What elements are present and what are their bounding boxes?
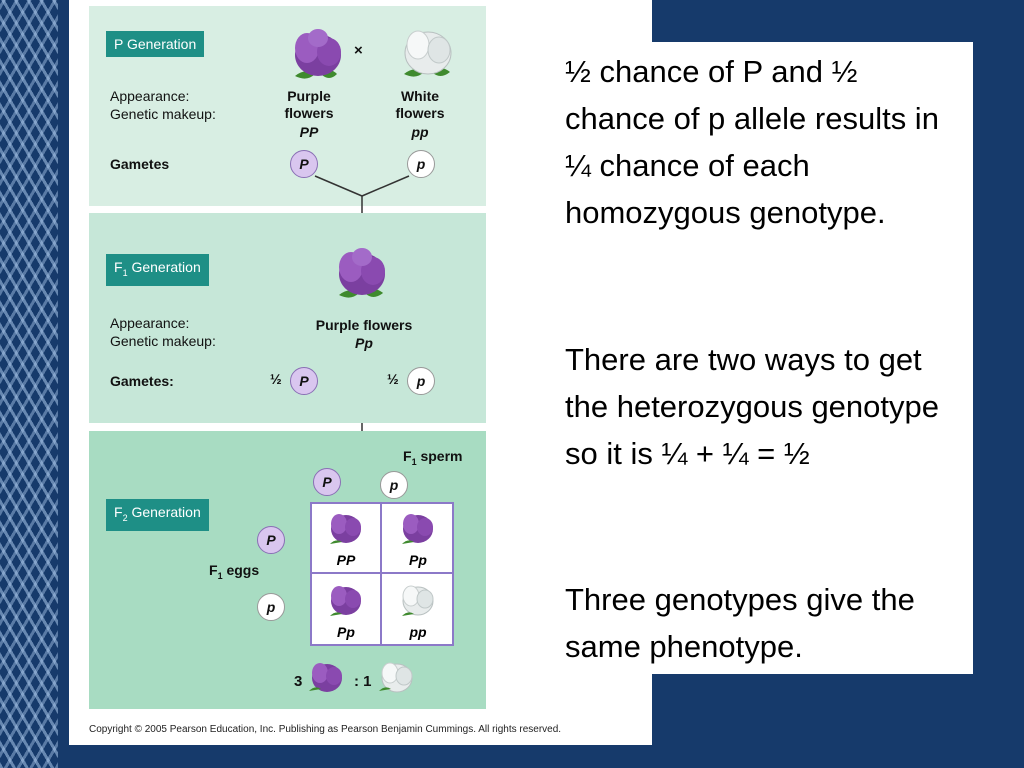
paragraph-1: ½ chance of P and ½ chance of p allele r… (565, 54, 939, 230)
fraction-1: ½ (270, 371, 282, 387)
purple-flower-icon (402, 514, 433, 544)
gamete-p: p (407, 150, 435, 178)
copyright-text: Copyright © 2005 Pearson Education, Inc.… (89, 724, 562, 735)
cell-genotype: Pp (409, 552, 427, 568)
cell-Pp: Pp (384, 504, 452, 572)
cell-Pp: Pp (312, 576, 380, 644)
purple-flower-icon (330, 514, 361, 544)
white-flower-icon (402, 585, 434, 616)
parent2-genotype: pp (411, 124, 429, 140)
cell-pp: pp (384, 576, 452, 644)
purple-flower-icon (295, 29, 341, 79)
p-generation-label: P Generation (106, 31, 205, 57)
f1-generation-label: F1 Generation (106, 254, 209, 286)
sperm-p: p (380, 471, 408, 499)
cell-PP: PP (312, 504, 380, 572)
grid-divider-v (380, 502, 382, 646)
egg-P: P (257, 526, 285, 554)
parent1-genotype: PP (299, 124, 319, 140)
purple-flower-icon (339, 248, 385, 298)
gametes-label: Gametes (110, 156, 170, 172)
dna-decoration (0, 0, 58, 768)
f1-appearance-label: Appearance: (110, 315, 190, 331)
cell-genotype: Pp (337, 624, 355, 640)
explanation-panel: ½ chance of P and ½ chance of p allele r… (553, 42, 973, 674)
genetic-makeup-label: Genetic makeup: (110, 106, 216, 122)
cell-genotype: pp (409, 624, 427, 640)
f1-genetic-makeup-label: Genetic makeup: (110, 333, 216, 349)
sperm-P: P (313, 468, 341, 496)
f1-genotype: Pp (355, 335, 373, 351)
punnett-square: PP Pp Pp (310, 502, 454, 646)
f2-generation-label: F2 Generation (106, 499, 209, 531)
parent1-appearance: Purple flowers (284, 88, 334, 121)
purple-flower-icon (309, 663, 342, 692)
f1-eggs-label: F1 eggs (209, 562, 260, 581)
f1-gametes-label: Gametes: (110, 373, 174, 389)
f1-appearance: Purple flowers (315, 317, 413, 333)
parent2-appearance: White flowers (395, 88, 445, 121)
egg-p: p (257, 593, 285, 621)
gamete-P: P (290, 150, 318, 178)
ratio-right: : 1 (354, 673, 372, 690)
white-flower-icon (379, 662, 413, 693)
fraction-2: ½ (387, 371, 399, 387)
ratio-left: 3 (294, 673, 303, 690)
white-flower-icon (404, 30, 452, 77)
f2-generation-section: F1 sperm P p F2 Generation P F1 eggs p P… (89, 431, 486, 709)
cross-symbol: × (354, 42, 363, 59)
grid-divider-h (310, 572, 454, 574)
f1-gamete-P: P (290, 367, 318, 395)
appearance-label: Appearance: (110, 88, 190, 104)
purple-flower-icon (330, 586, 361, 616)
f1-gamete-p: p (407, 367, 435, 395)
paragraph-3: Three genotypes give the same phenotype. (565, 582, 915, 664)
cell-genotype: PP (336, 552, 356, 568)
f1-sperm-label: F1 sperm (403, 448, 463, 467)
paragraph-2: There are two ways to get the heterozygo… (565, 342, 939, 471)
p-generation-section: P Generation Appearance: Genetic makeup:… (89, 6, 486, 206)
f1-generation-section: F1 Generation Appearance: Genetic makeup… (89, 213, 486, 423)
